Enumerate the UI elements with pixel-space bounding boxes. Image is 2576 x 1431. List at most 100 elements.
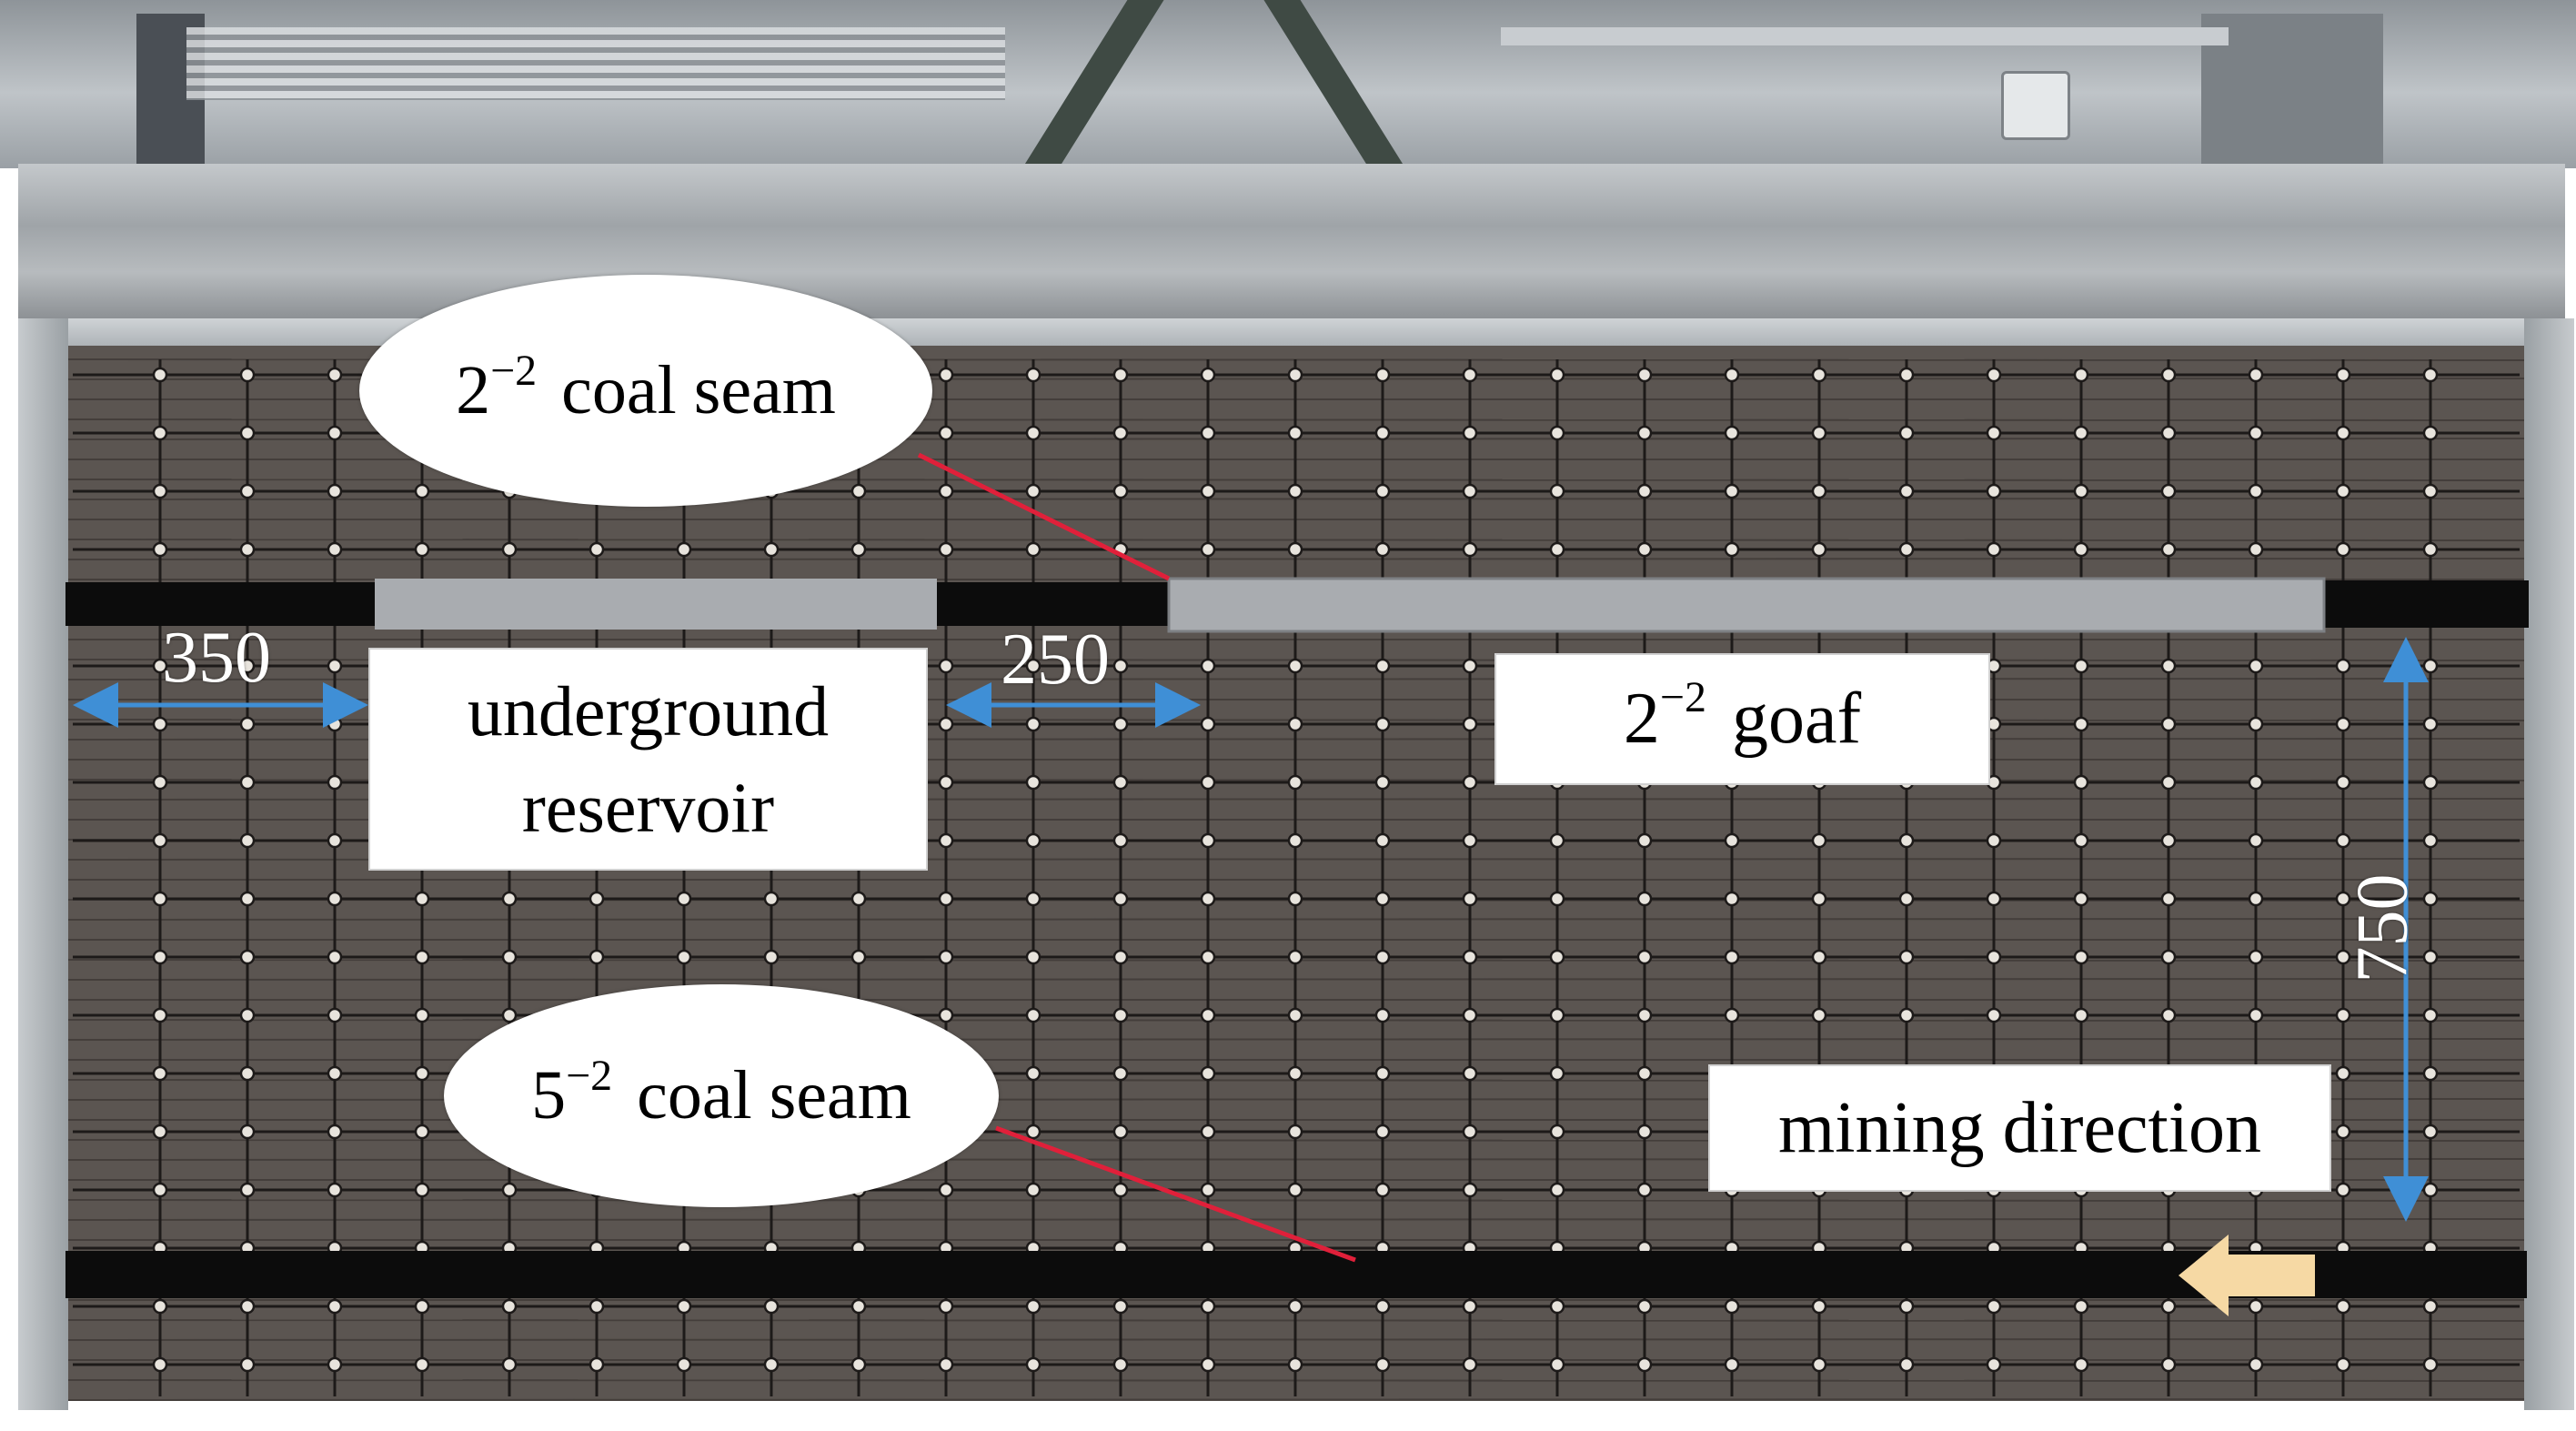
monitoring-point bbox=[1724, 367, 1740, 383]
monitoring-point bbox=[2335, 658, 2351, 674]
monitoring-point bbox=[938, 949, 954, 965]
monitoring-point bbox=[414, 483, 430, 499]
monitoring-point bbox=[1636, 1356, 1653, 1373]
monitoring-point bbox=[676, 541, 692, 558]
monitoring-point bbox=[1374, 1007, 1391, 1023]
monitoring-point bbox=[1898, 949, 1915, 965]
monitoring-point bbox=[239, 949, 256, 965]
monitoring-point bbox=[2160, 1298, 2177, 1315]
monitoring-point bbox=[2160, 949, 2177, 965]
dimension-label-250: 250 bbox=[1001, 620, 1110, 700]
monitoring-point bbox=[2422, 367, 2439, 383]
monitoring-point bbox=[1287, 367, 1303, 383]
monitoring-point bbox=[1462, 774, 1478, 791]
monitoring-point bbox=[152, 483, 168, 499]
monitoring-point bbox=[1986, 425, 2002, 441]
monitoring-point bbox=[414, 1007, 430, 1023]
monitoring-point bbox=[1112, 716, 1129, 732]
monitoring-point bbox=[2422, 1124, 2439, 1140]
monitoring-point bbox=[2422, 1007, 2439, 1023]
monitoring-point bbox=[938, 541, 954, 558]
monitoring-point bbox=[1811, 367, 1827, 383]
monitoring-point bbox=[1025, 483, 1041, 499]
monitoring-point bbox=[938, 1356, 954, 1373]
monitoring-point bbox=[1986, 1298, 2002, 1315]
monitoring-point bbox=[1898, 1356, 1915, 1373]
monitoring-point bbox=[2422, 541, 2439, 558]
monitoring-point bbox=[2335, 891, 2351, 907]
monitoring-point bbox=[2248, 425, 2264, 441]
monitoring-point bbox=[1462, 541, 1478, 558]
monitoring-point bbox=[239, 483, 256, 499]
monitoring-point bbox=[2073, 658, 2089, 674]
monitoring-point bbox=[1287, 1065, 1303, 1082]
monitoring-point bbox=[1025, 541, 1041, 558]
monitoring-point bbox=[239, 541, 256, 558]
monitoring-point bbox=[501, 1356, 518, 1373]
monitoring-point bbox=[1287, 891, 1303, 907]
monitoring-point bbox=[2335, 1356, 2351, 1373]
monitoring-point bbox=[2335, 1124, 2351, 1140]
monitoring-point bbox=[2073, 1007, 2089, 1023]
monitoring-point bbox=[1724, 1356, 1740, 1373]
mining-direction-label: mining direction bbox=[1708, 1064, 2331, 1192]
monitoring-point bbox=[2160, 1007, 2177, 1023]
cable-tray-right bbox=[1501, 27, 2229, 45]
monitoring-point bbox=[2160, 541, 2177, 558]
monitoring-point bbox=[1374, 483, 1391, 499]
monitoring-point bbox=[1462, 832, 1478, 849]
monitoring-point bbox=[327, 1356, 343, 1373]
monitoring-point bbox=[2248, 774, 2264, 791]
monitoring-point bbox=[239, 1065, 256, 1082]
monitoring-point bbox=[1287, 1182, 1303, 1198]
underground-reservoir-label: underground reservoir bbox=[368, 648, 928, 871]
monitoring-point bbox=[2422, 1298, 2439, 1315]
lower-seam-leader bbox=[995, 1125, 1356, 1263]
monitoring-point bbox=[676, 1356, 692, 1373]
monitoring-point bbox=[1374, 658, 1391, 674]
monitoring-point bbox=[2248, 367, 2264, 383]
monitoring-point bbox=[1986, 832, 2002, 849]
monitoring-point bbox=[2335, 483, 2351, 499]
monitoring-point bbox=[1724, 949, 1740, 965]
monitoring-point bbox=[1374, 425, 1391, 441]
monitoring-point bbox=[1462, 658, 1478, 674]
monitoring-point bbox=[2073, 716, 2089, 732]
monitoring-point bbox=[2248, 483, 2264, 499]
monitoring-point bbox=[1724, 483, 1740, 499]
monitoring-point bbox=[1549, 1007, 1565, 1023]
monitoring-point bbox=[2160, 425, 2177, 441]
monitoring-point bbox=[1025, 1182, 1041, 1198]
monitoring-point bbox=[1986, 1356, 2002, 1373]
monitoring-point bbox=[327, 1298, 343, 1315]
monitoring-point bbox=[152, 367, 168, 383]
monitoring-point bbox=[239, 1007, 256, 1023]
monitoring-point bbox=[1636, 367, 1653, 383]
monitoring-point bbox=[589, 1298, 605, 1315]
monitoring-point bbox=[2248, 1298, 2264, 1315]
monitoring-point bbox=[1200, 1298, 1216, 1315]
monitoring-point bbox=[938, 367, 954, 383]
monitoring-point bbox=[2422, 891, 2439, 907]
monitoring-point bbox=[763, 1298, 780, 1315]
monitoring-point bbox=[850, 1298, 867, 1315]
monitoring-point bbox=[1811, 541, 1827, 558]
monitoring-point bbox=[938, 716, 954, 732]
lower-coal-seam-callout: 5−2 coal seam bbox=[444, 984, 999, 1207]
monitoring-point bbox=[1112, 1007, 1129, 1023]
monitoring-point bbox=[1200, 541, 1216, 558]
monitoring-point bbox=[1898, 367, 1915, 383]
monitoring-point bbox=[2248, 716, 2264, 732]
monitoring-point bbox=[1374, 367, 1391, 383]
monitoring-point bbox=[1287, 774, 1303, 791]
monitoring-point bbox=[1986, 541, 2002, 558]
monitoring-point bbox=[1636, 832, 1653, 849]
monitoring-point bbox=[1636, 1298, 1653, 1315]
monitoring-point bbox=[2422, 1356, 2439, 1373]
monitoring-point bbox=[2335, 1182, 2351, 1198]
monitoring-point bbox=[1549, 949, 1565, 965]
monitoring-point bbox=[850, 541, 867, 558]
monitoring-point bbox=[1374, 774, 1391, 791]
